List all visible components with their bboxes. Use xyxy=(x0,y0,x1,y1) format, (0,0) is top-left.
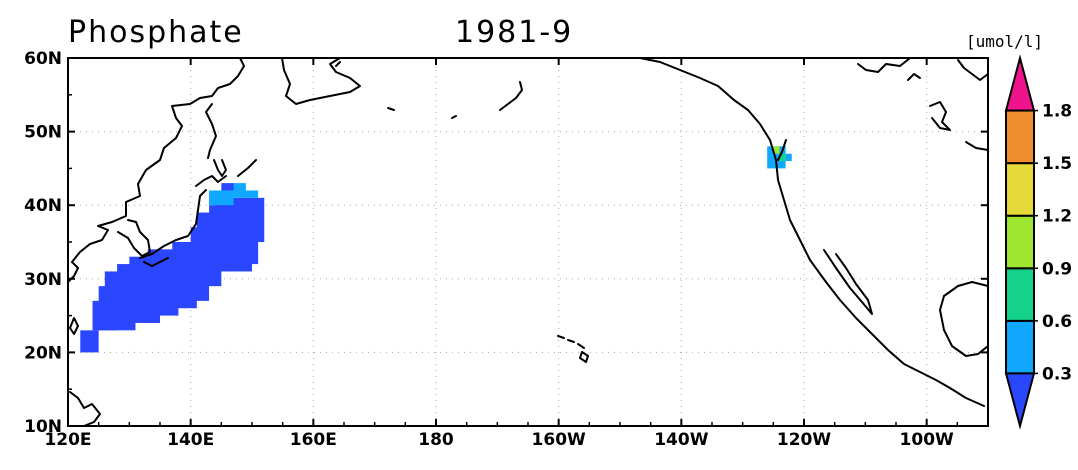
y-tick-label: 20N xyxy=(24,343,62,363)
colorbar-extend-top xyxy=(1004,54,1036,112)
field-cell xyxy=(209,190,234,206)
colorbar-box xyxy=(1005,319,1035,375)
x-tick-label: 140W xyxy=(654,430,708,450)
colorbar-units: [umol/l] xyxy=(966,32,1043,51)
field-cell xyxy=(80,330,99,353)
field-cell xyxy=(773,146,780,154)
x-tick-label: 120W xyxy=(777,430,831,450)
colorbar-box xyxy=(1005,109,1035,165)
x-tick-label: 180 xyxy=(418,430,454,450)
colorbar-extend-bottom xyxy=(1004,372,1036,430)
y-tick-label: 50N xyxy=(24,123,62,143)
colorbar-label: 1.8 xyxy=(1042,102,1072,122)
colorbar-box xyxy=(1005,267,1035,322)
colorbar-label: 0.9 xyxy=(1042,259,1072,279)
field-cell xyxy=(221,242,252,272)
map-title: Phosphate xyxy=(68,15,244,50)
x-tick-label: 160E xyxy=(290,430,337,450)
y-tick-label: 30N xyxy=(24,270,62,290)
colorbar-box xyxy=(1005,162,1035,217)
phosphate-field xyxy=(80,146,792,353)
colorbar-label: 0.6 xyxy=(1042,312,1072,332)
x-tick-label: 140E xyxy=(167,430,214,450)
axis-ticks: 120E 140E 160E 180 160W 140W 120W 100W 10N 20N 30N… xyxy=(24,49,988,450)
colorbar: 0.3 0.6 0.9 1.2 1.5 1.8 xyxy=(1004,54,1072,430)
colorbar-label: 1.2 xyxy=(1042,207,1072,227)
y-tick-label: 10N xyxy=(24,417,62,437)
field-cell xyxy=(233,190,259,198)
gridlines xyxy=(68,58,988,426)
field-cell xyxy=(227,183,246,191)
field-cell xyxy=(779,153,786,162)
x-tick-label: 120E xyxy=(44,430,91,450)
colorbar-label: 1.5 xyxy=(1042,154,1072,174)
colorbar-label: 0.3 xyxy=(1042,364,1072,384)
x-tick-label: 100W xyxy=(900,430,954,450)
coastlines xyxy=(67,57,989,427)
x-tick-label: 160W xyxy=(532,430,586,450)
y-tick-label: 60N xyxy=(24,49,62,69)
plot-area: 120E 140E 160E 180 160W 140W 120W 100W 10N 20N 30N… xyxy=(24,49,989,450)
field-cell xyxy=(785,153,792,162)
field-cell xyxy=(221,183,234,191)
y-tick-label: 40N xyxy=(24,196,62,216)
map-period: 1981-9 xyxy=(455,15,573,50)
colorbar-box xyxy=(1005,214,1035,270)
